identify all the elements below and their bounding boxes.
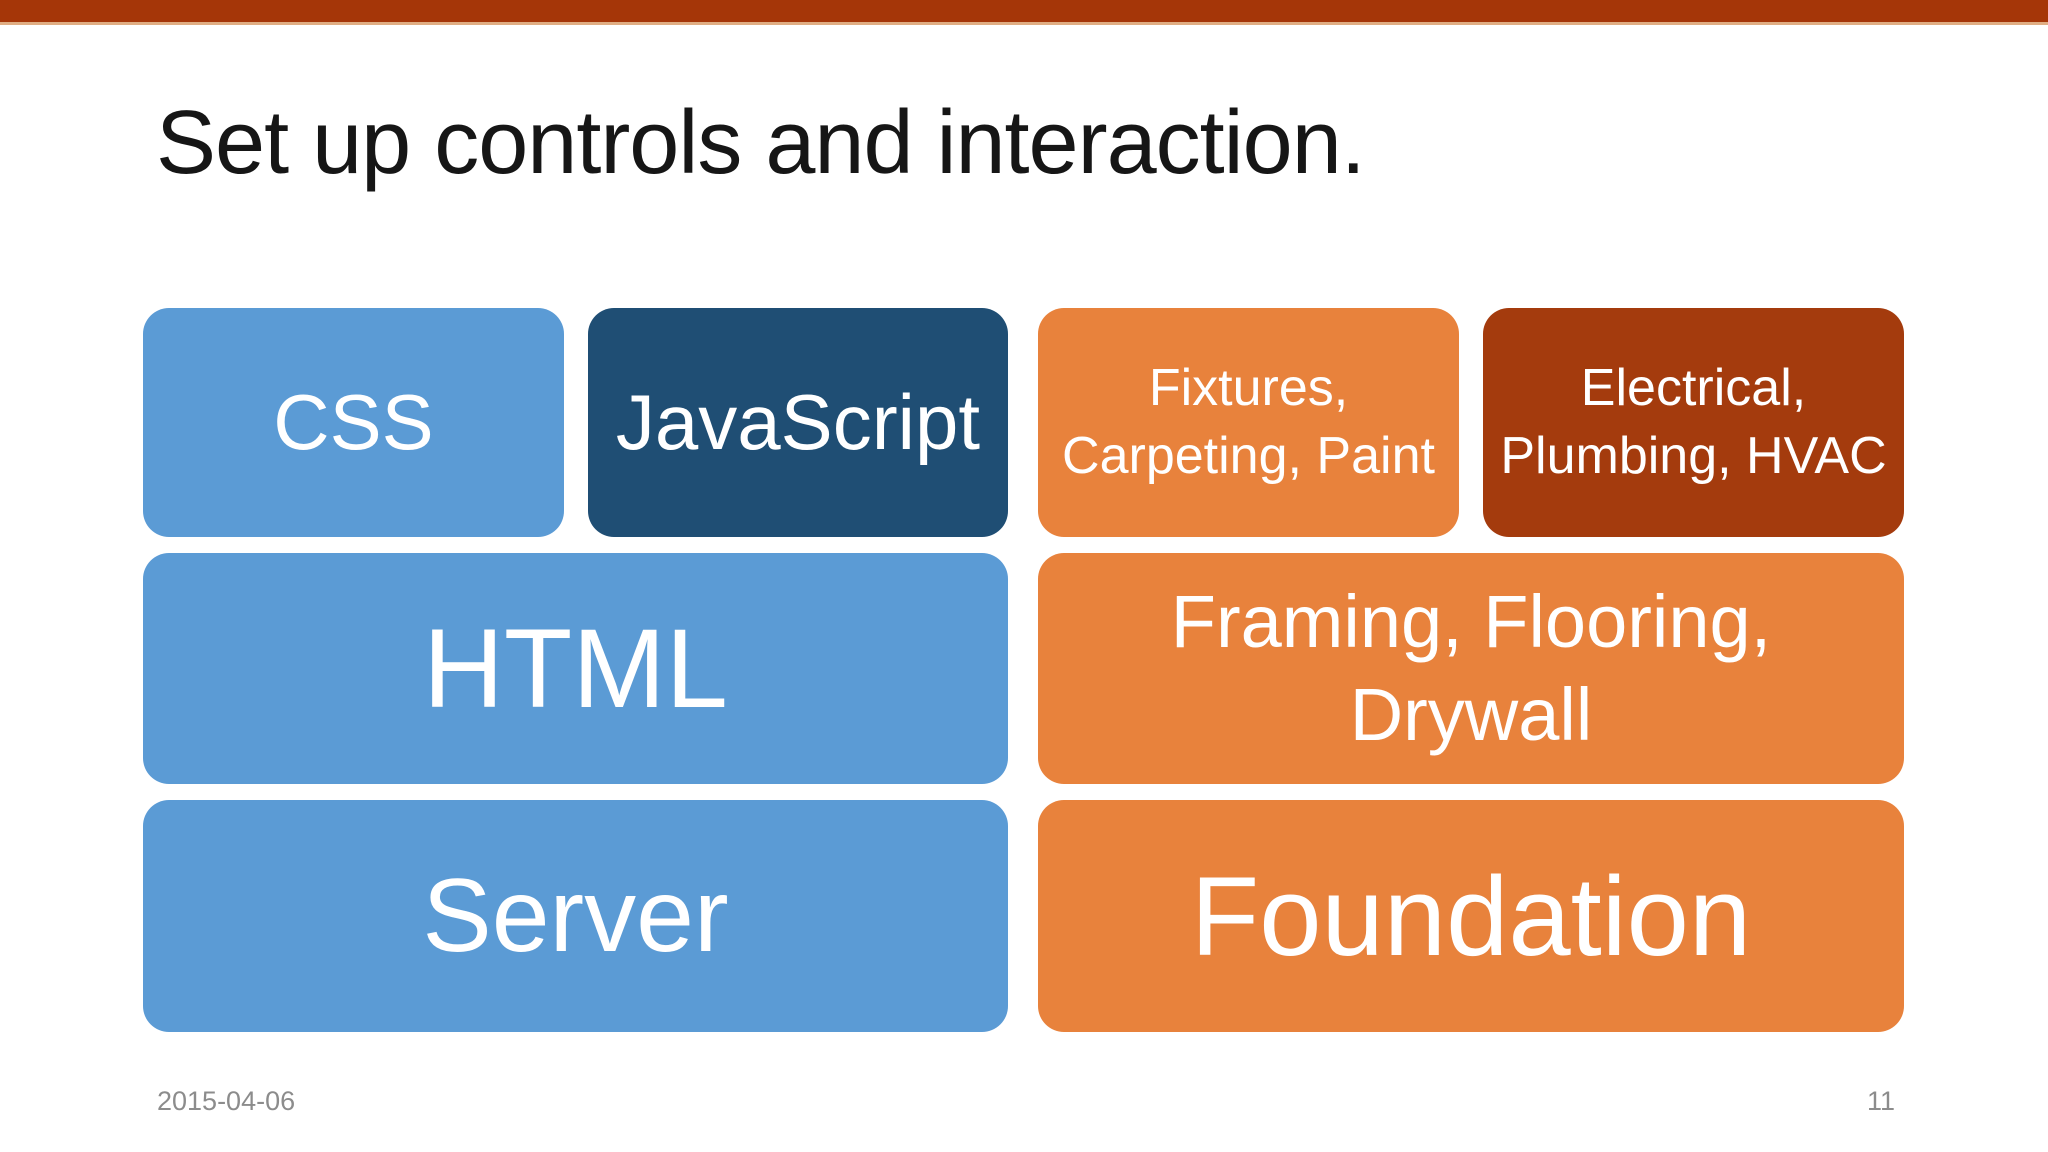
box-label: CSS	[273, 378, 434, 466]
box-label-line1: Framing, Flooring,	[1170, 580, 1772, 663]
box-label: JavaScript	[615, 378, 981, 466]
box-label: Foundation	[1190, 853, 1752, 979]
diagram-box-css: CSS	[143, 308, 564, 537]
diagram-box-html: HTML	[143, 553, 1008, 784]
diagram-box-javascript: JavaScript	[588, 308, 1008, 537]
box-label-line2: Drywall	[1349, 672, 1593, 756]
box-label-line1: Fixtures,	[1148, 358, 1349, 417]
box-label: Server	[422, 857, 729, 974]
top-accent-underline	[0, 22, 2048, 25]
diagram-box-server: Server	[143, 800, 1008, 1032]
slide-page-number: 11	[1866, 1086, 1895, 1116]
box-label-line2: Carpeting, Paint	[1062, 426, 1435, 485]
slide-title: Set up controls and interaction.	[156, 93, 1366, 193]
top-accent-bar	[0, 0, 2048, 22]
diagram-box-framing-flooring-drywall: Framing, Flooring, Drywall	[1038, 553, 1904, 784]
box-label-line1: Electrical,	[1580, 358, 1807, 417]
diagram-box-electrical-plumbing-hvac: Electrical, Plumbing, HVAC	[1483, 308, 1904, 537]
box-label-line2: Plumbing, HVAC	[1500, 426, 1887, 485]
box-label: HTML	[423, 606, 728, 731]
diagram-box-foundation: Foundation	[1038, 800, 1904, 1032]
slide-date: 2015-04-06	[157, 1086, 296, 1116]
diagram-box-fixtures-carpeting-paint: Fixtures, Carpeting, Paint	[1038, 308, 1459, 537]
